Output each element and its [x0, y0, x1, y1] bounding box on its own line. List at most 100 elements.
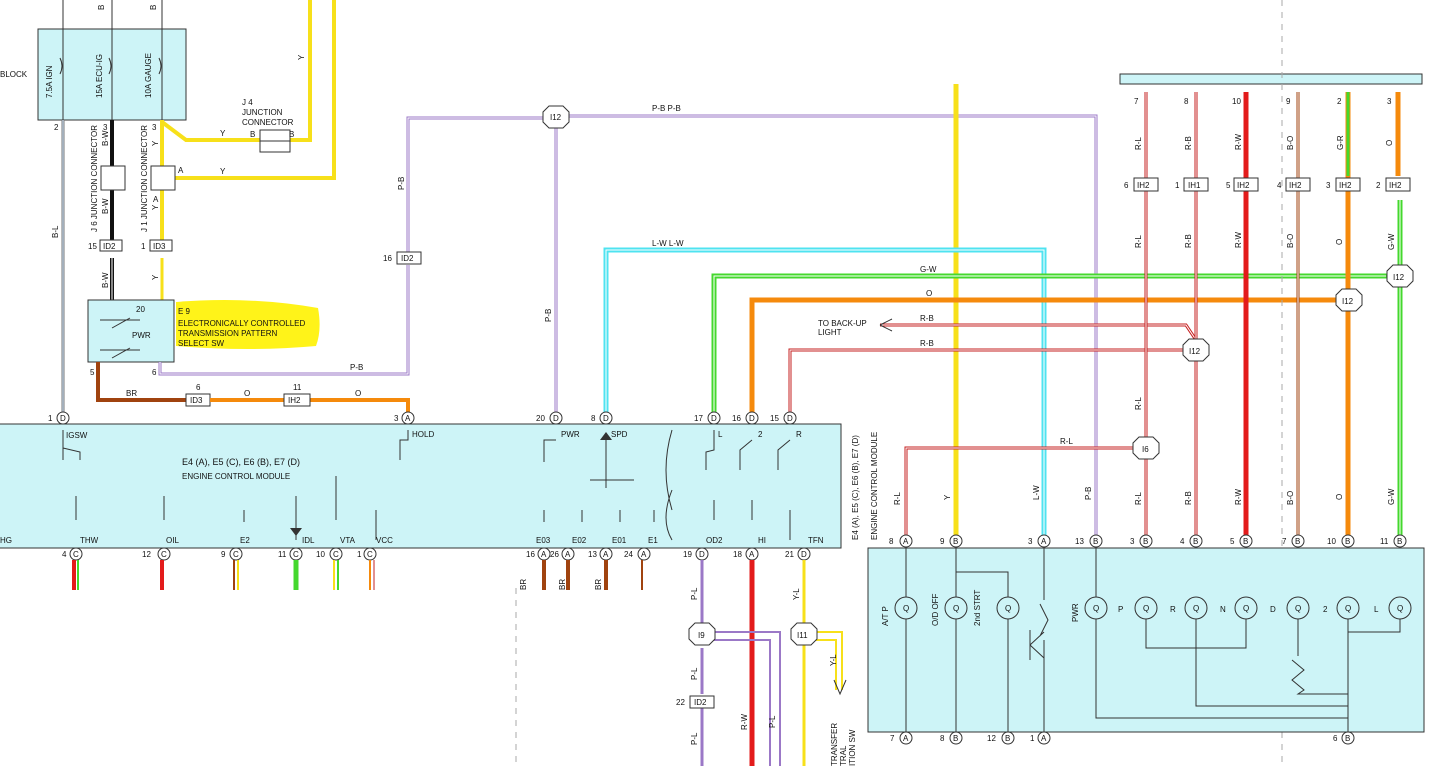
svg-text:P-L: P-L [690, 732, 699, 745]
wire-o-right [749, 297, 1336, 412]
svg-text:21: 21 [785, 550, 794, 559]
label-rl-i6: R-L [1060, 437, 1073, 446]
svg-text:B: B [1193, 537, 1198, 546]
ih-connectors-row: IH2 IH1 IH2 IH2 IH2 IH2 6 1 5 4 3 2 [1124, 177, 1411, 192]
label-pb-pair: P-B P-B [652, 104, 681, 113]
wire-y-j4 [160, 120, 260, 142]
label-gw: G-W [920, 265, 937, 274]
j4-pin-b2: B [289, 130, 294, 139]
label-y-6: Y [151, 274, 160, 280]
svg-text:C: C [73, 550, 79, 559]
svg-text:7.5A IGN: 7.5A IGN [45, 65, 54, 98]
svg-text:1: 1 [48, 414, 53, 423]
svg-text:B: B [1345, 537, 1350, 546]
svg-text:9: 9 [221, 550, 226, 559]
svg-text:I12: I12 [1342, 297, 1354, 306]
svg-text:B-O: B-O [1286, 491, 1295, 505]
svg-text:OD2: OD2 [706, 536, 723, 545]
svg-text:R: R [796, 430, 802, 439]
idl-diode-icon [290, 528, 302, 536]
j4-name2: CONNECTOR [242, 118, 294, 127]
svg-text:Q: Q [1005, 604, 1011, 613]
label-bl: B-L [51, 225, 60, 238]
ecm2-bottom-pins: A7 B8 B12 A1 B6 [890, 731, 1355, 745]
fuse-pin-3b: 3 [152, 123, 157, 132]
svg-text:1: 1 [1030, 734, 1035, 743]
svg-text:L: L [1374, 605, 1379, 614]
svg-text:E03: E03 [536, 536, 551, 545]
label-lw: L-W [1032, 485, 1041, 500]
wire-y-right [290, 0, 312, 142]
ecm2-title: ENGINE CONTROL MODULE [870, 432, 879, 540]
fuse-1: 7.5A IGN [45, 0, 64, 120]
label-y-main: Y [943, 494, 952, 500]
svg-text:A: A [641, 550, 647, 559]
svg-text:B: B [953, 537, 958, 546]
svg-text:E02: E02 [572, 536, 587, 545]
svg-text:2: 2 [1323, 605, 1328, 614]
transfer-line1: TRANSFER [830, 723, 839, 766]
id2-bottom [689, 695, 715, 709]
e9-line3: SELECT SW [178, 339, 225, 348]
svg-text:10: 10 [1327, 537, 1336, 546]
ecm-codes: E4 (A), E5 (C), E6 (B), E7 (D) [182, 457, 300, 467]
svg-text:A: A [1041, 537, 1047, 546]
arrow-down-icon [833, 679, 847, 696]
svg-text:I12: I12 [1189, 347, 1201, 356]
top-mark-b2: B [149, 5, 158, 10]
splice-i12-red: I12 [1182, 338, 1210, 362]
fuse-pin-2: 2 [54, 123, 59, 132]
right-top-wire-labels: R-L R-B R-W B-O G-R [1134, 134, 1345, 150]
spd-diode-icon [600, 432, 612, 440]
svg-text:B: B [1005, 734, 1010, 743]
svg-text:IH2: IH2 [1137, 181, 1150, 190]
id3-bottom-label: ID3 [190, 396, 203, 405]
svg-text:3: 3 [1326, 181, 1331, 190]
svg-text:Q: Q [1295, 604, 1301, 613]
svg-text:E01: E01 [612, 536, 627, 545]
id3-top-pin: 1 [141, 242, 146, 251]
svg-text:IDL: IDL [302, 536, 315, 545]
svg-text:D: D [711, 414, 717, 423]
svg-text:3: 3 [394, 414, 399, 423]
label-pb-2: P-B [397, 177, 406, 190]
svg-text:N: N [1220, 605, 1226, 614]
svg-text:13: 13 [1075, 537, 1084, 546]
svg-text:B-O: B-O [1286, 234, 1295, 248]
svg-text:D: D [1270, 605, 1276, 614]
right-top-pins: 7 8 10 9 2 3 [1134, 97, 1392, 106]
ecm2-top-pins: A8R-L B9 A3 B13 B3R-L B4R-B B5R-W B7B-O … [889, 489, 1407, 548]
svg-text:BR: BR [594, 579, 603, 590]
label-o-4: O [1335, 494, 1344, 500]
svg-text:TFN: TFN [808, 536, 824, 545]
ecm-bottom-wires: BR BR BR P-L P-L Y-L Y-L R-W P-L P-L [72, 560, 843, 766]
svg-text:R-L: R-L [1134, 397, 1143, 410]
ecm-box [0, 423, 842, 549]
e9-ref: E 9 [178, 307, 191, 316]
svg-text:19: 19 [683, 550, 692, 559]
svg-text:12: 12 [142, 550, 151, 559]
label-o-3: O [926, 289, 932, 298]
svg-text:P-L: P-L [690, 587, 699, 600]
j4-ref: J 4 [242, 98, 253, 107]
splice-i12-orange: I12 [1335, 288, 1363, 312]
svg-text:17: 17 [694, 414, 703, 423]
svg-text:R-L: R-L [1134, 235, 1143, 248]
svg-text:4: 4 [1180, 537, 1185, 546]
svg-text:C: C [333, 550, 339, 559]
ih2-a [283, 393, 311, 407]
svg-text:1: 1 [357, 550, 362, 559]
ecm-top-pin-20: D 20 PWR [536, 411, 580, 439]
svg-text:A: A [1041, 734, 1047, 743]
svg-text:E1: E1 [648, 536, 658, 545]
right-top-connector [1119, 73, 1423, 85]
wire-y-a [172, 0, 336, 180]
j1-name: J 1 JUNCTION CONNECTOR [140, 125, 149, 232]
svg-text:Q: Q [1345, 604, 1351, 613]
svg-text:2: 2 [758, 430, 763, 439]
label-br: BR [126, 389, 137, 398]
svg-text:P: P [1118, 605, 1123, 614]
arrow-backup [879, 318, 893, 332]
svg-text:C: C [367, 550, 373, 559]
fuse-block-side-label: BLOCK [0, 70, 28, 79]
